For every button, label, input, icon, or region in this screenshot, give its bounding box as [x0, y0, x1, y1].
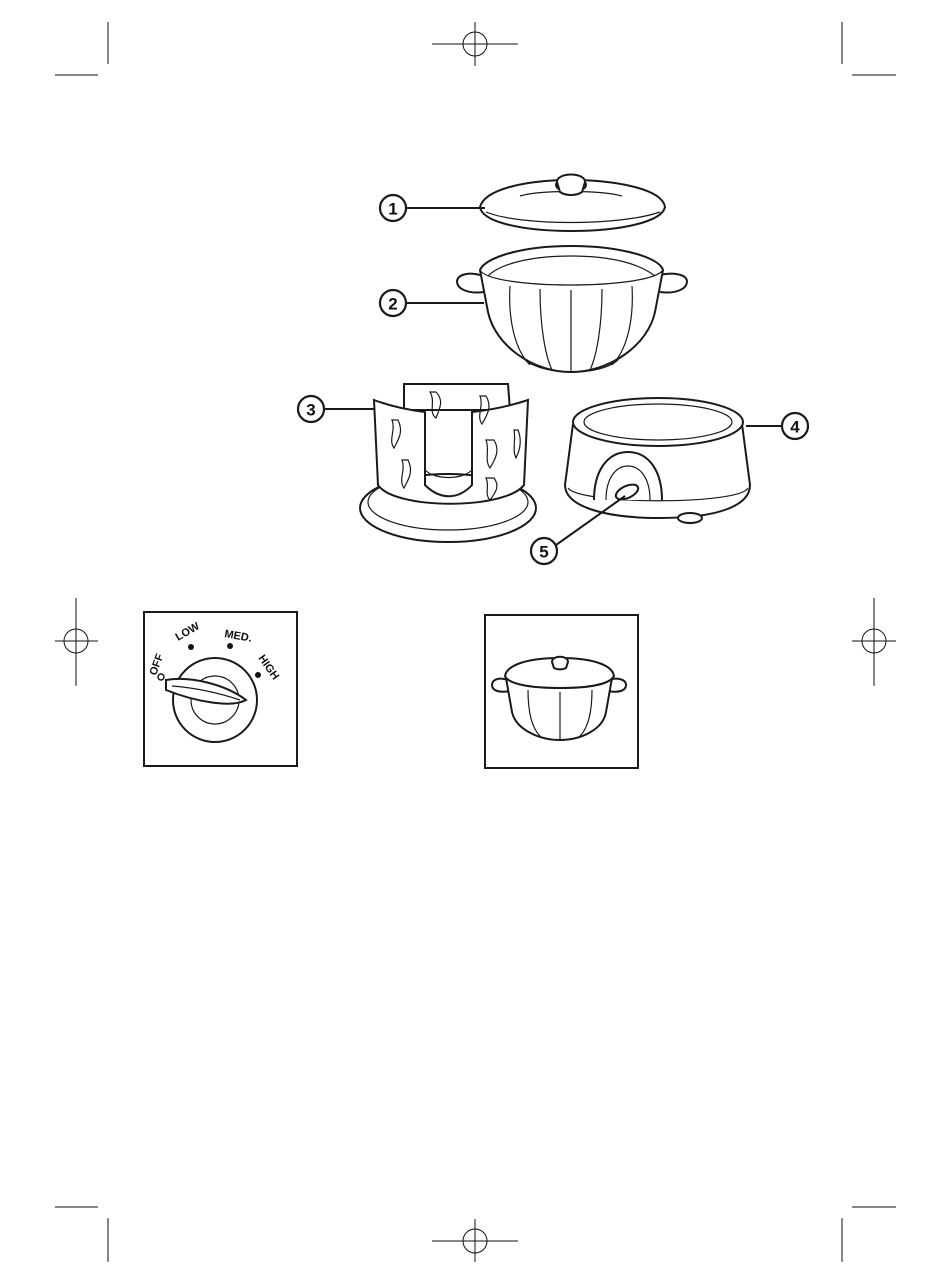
callout-5: 5	[531, 538, 557, 564]
callout-4-number: 4	[790, 418, 800, 437]
dial-dot-med	[227, 643, 233, 649]
registration-mark-bottom	[432, 1219, 518, 1262]
registration-mark-left	[55, 598, 98, 686]
callout-5-number: 5	[539, 543, 548, 562]
callout-2: 2	[380, 290, 406, 316]
callout-4: 4	[782, 413, 808, 439]
dial-inset: OFF LOW MED. HIGH	[144, 612, 297, 766]
callout-1: 1	[380, 195, 406, 221]
crock-illustration	[457, 246, 687, 372]
stand-illustration	[360, 384, 536, 542]
callout-3: 3	[298, 396, 324, 422]
dial-dot-high	[255, 672, 261, 678]
callout-2-number: 2	[388, 295, 397, 314]
callout-1-number: 1	[388, 200, 397, 219]
dial-dot-low	[188, 644, 194, 650]
registration-mark-top	[432, 22, 518, 66]
crock-inset	[485, 615, 638, 768]
callout-3-number: 3	[306, 401, 315, 420]
registration-mark-right	[852, 598, 896, 686]
base-illustration	[565, 398, 750, 523]
lid-illustration	[480, 175, 665, 232]
